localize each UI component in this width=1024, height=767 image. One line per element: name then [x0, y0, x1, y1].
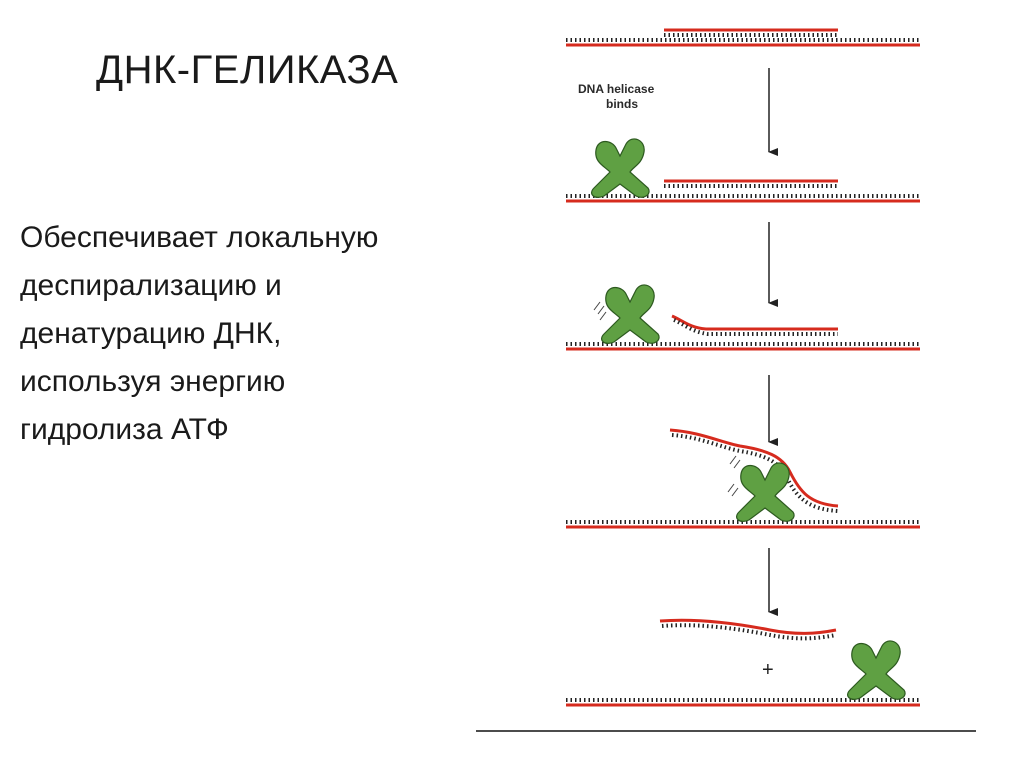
helicase-enzyme — [847, 640, 906, 700]
plus-sign: + — [762, 659, 774, 681]
helicase-binds-label-1: DNA helicase — [578, 82, 655, 96]
body-line: используя энергию — [20, 365, 286, 398]
bottom-strand — [566, 38, 920, 47]
slide-title: ДНК-ГЕЛИКАЗА — [96, 48, 399, 92]
stage-2-helicase-binds — [566, 138, 920, 203]
body-line: деспирализацию и — [20, 269, 282, 302]
stage-3-unwinding-start — [566, 284, 920, 351]
body-line: Обеспечивает локальную — [20, 221, 379, 254]
helicase-enzyme — [736, 462, 795, 522]
stage-5-separated: + — [566, 618, 920, 707]
body-line: денатурацию ДНК, — [20, 317, 282, 350]
stage-1-dsdna — [566, 28, 920, 47]
top-strand — [664, 28, 838, 37]
helicase-binds-label-2: binds — [606, 97, 638, 111]
stage-4-unwinding-progress — [566, 428, 920, 529]
body-line: гидролиза АТФ — [20, 413, 229, 446]
motion-lines — [727, 455, 741, 497]
slide-body-text: Обеспечивает локальную деспирализацию и … — [20, 214, 460, 454]
motion-lines — [593, 301, 607, 321]
helicase-enzyme — [601, 284, 660, 344]
helicase-enzyme — [591, 138, 650, 198]
